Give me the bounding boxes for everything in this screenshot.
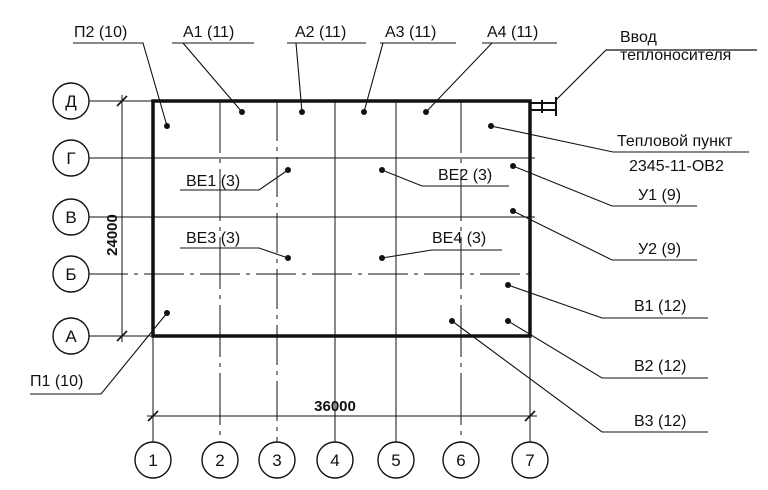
label-b2: В2 (12) <box>634 358 686 375</box>
row-marker-d: Д <box>65 92 77 111</box>
label-p2: П2 (10) <box>74 24 127 41</box>
label-ve2: ВЕ2 (3) <box>438 167 492 184</box>
label-u1: У1 (9) <box>638 187 681 204</box>
col-marker-4: 4 <box>330 451 339 470</box>
label-a4: А4 (11) <box>487 24 538 41</box>
building-outline <box>151 99 532 338</box>
dim-horizontal-text: 36000 <box>314 398 356 415</box>
row-marker-v: В <box>65 208 76 227</box>
label-ve1: ВЕ1 (3) <box>186 173 240 190</box>
label-ve4: ВЕ4 (3) <box>432 230 486 247</box>
label-a3: А3 (11) <box>385 24 436 41</box>
row-marker-b: Б <box>65 265 76 284</box>
col-marker-1: 1 <box>148 451 157 470</box>
inlet-label-line1: Ввод <box>620 29 658 46</box>
label-b3: В3 (12) <box>634 413 686 430</box>
label-u2: У2 (9) <box>638 241 681 258</box>
column-markers: 1 2 3 4 5 6 7 <box>134 441 549 479</box>
heat-point-line1: Тепловой пункт <box>617 133 733 150</box>
col-marker-7: 7 <box>525 451 534 470</box>
grid-lines <box>88 100 535 442</box>
label-a2: А2 (11) <box>295 24 346 41</box>
labels: П2 (10) А1 (11) А2 (11) А3 (11) А4 (11) … <box>30 24 733 430</box>
label-ve3: ВЕ3 (3) <box>186 230 240 247</box>
row-markers: Д Г В Б А <box>52 82 90 355</box>
col-marker-2: 2 <box>215 451 224 470</box>
col-marker-6: 6 <box>456 451 465 470</box>
dim-vertical-text: 24000 <box>104 214 121 256</box>
leader-lines <box>30 42 749 433</box>
row-marker-a: А <box>65 327 77 346</box>
heat-point-line2: 2345-11-ОВ2 <box>629 158 724 175</box>
col-marker-3: 3 <box>272 451 281 470</box>
col-marker-5: 5 <box>391 451 400 470</box>
label-p1: П1 (10) <box>30 373 83 390</box>
label-b1: В1 (12) <box>634 298 686 315</box>
dimension-lines <box>116 95 537 422</box>
row-marker-g: Г <box>66 149 75 168</box>
inlet-label-line2: теплоносителя <box>620 47 731 64</box>
label-a1: А1 (11) <box>183 24 234 41</box>
inlet-pipe <box>530 49 757 116</box>
